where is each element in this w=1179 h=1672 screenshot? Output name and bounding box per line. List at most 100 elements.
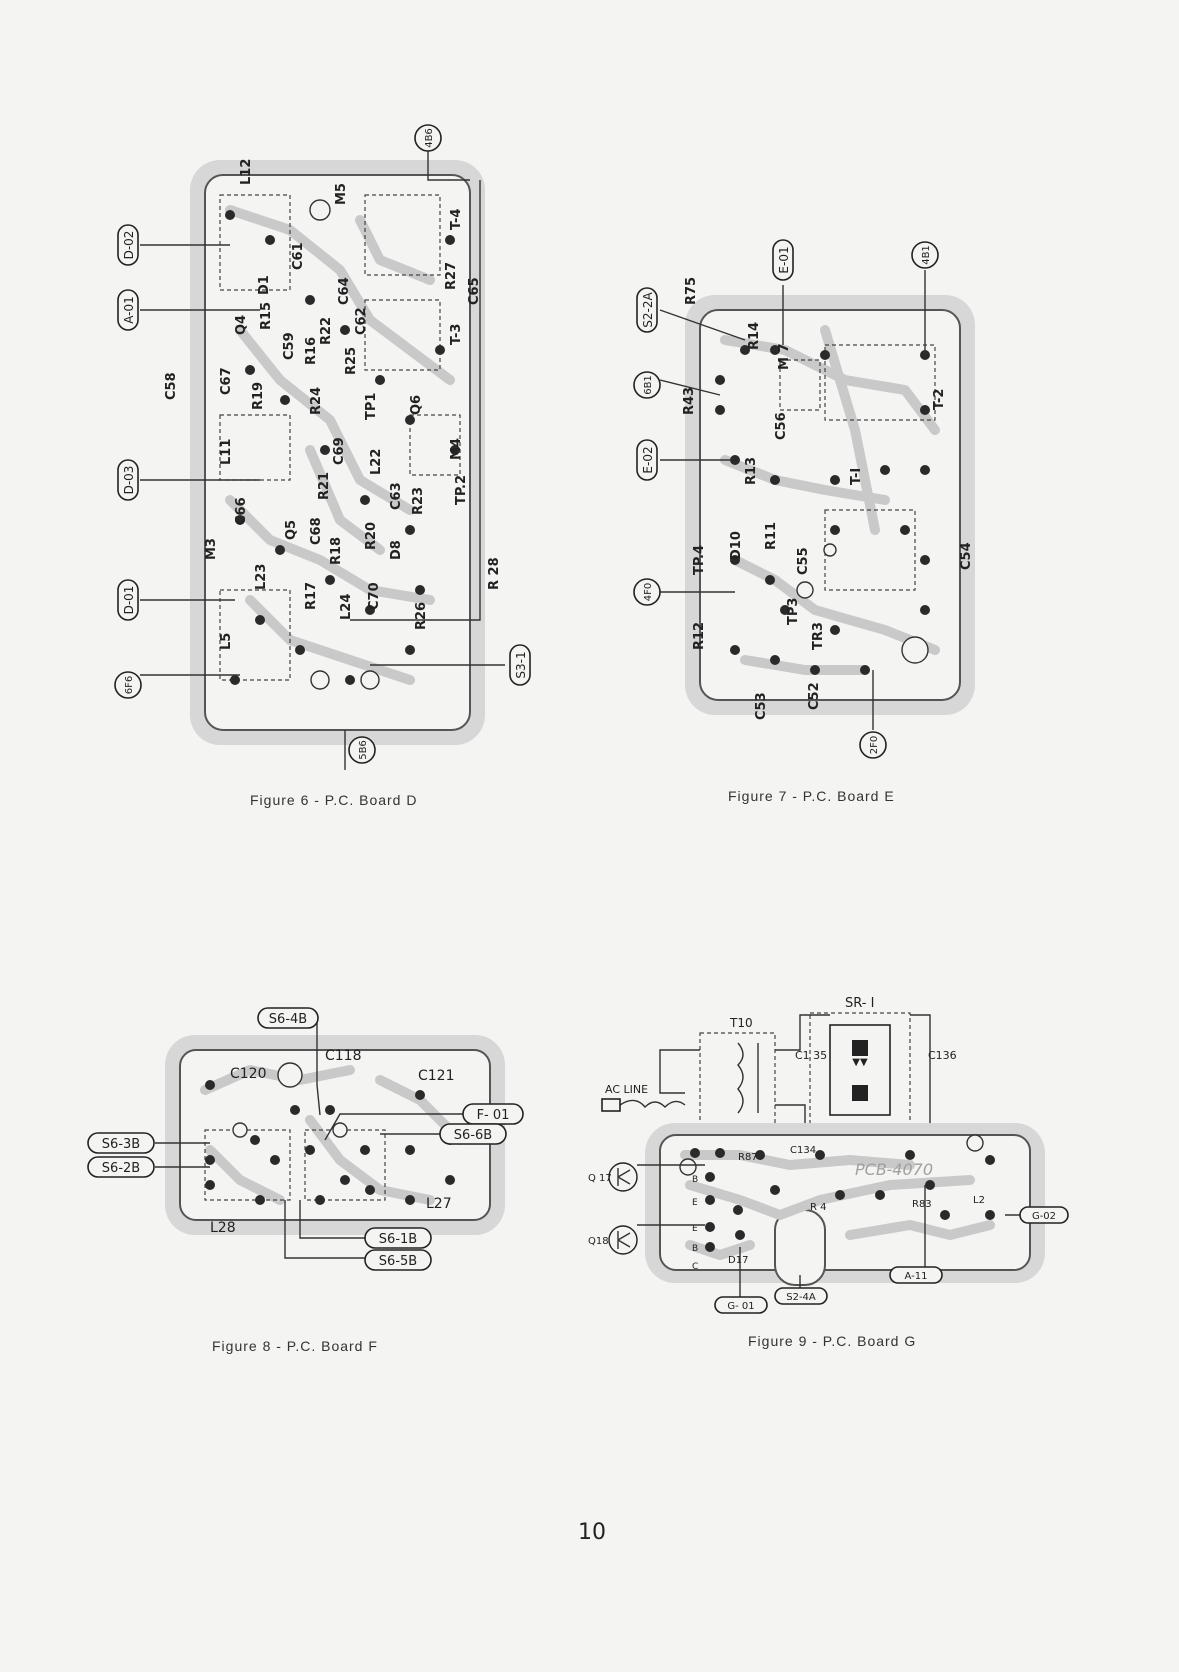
- label-l2: L2: [973, 1195, 985, 1206]
- label-c135: C1 35: [795, 1049, 827, 1062]
- label-c69: C69: [332, 437, 347, 465]
- label-t2: T-2: [932, 389, 947, 410]
- label-l27: L27: [426, 1196, 452, 1212]
- figure-6-caption: Figure 6 - P.C. Board D: [250, 792, 418, 808]
- label-d10: D10: [729, 531, 744, 560]
- label-l23: L23: [254, 564, 269, 590]
- label-t10: T10: [729, 1016, 753, 1030]
- connector-d-03: D-03: [122, 466, 136, 495]
- label-tp4: TP.4: [692, 545, 707, 575]
- label-r19: R19: [251, 382, 266, 410]
- label-r28: R 28: [487, 557, 502, 590]
- label-t3: T-3: [449, 324, 464, 345]
- board-e-pads: [715, 345, 930, 675]
- label-m3: M3: [204, 538, 219, 560]
- label-c136: C136: [928, 1049, 957, 1062]
- label-r25: R25: [344, 347, 359, 375]
- label-c63: C63: [389, 482, 404, 510]
- label-r16: R16: [304, 337, 319, 365]
- label-c52: C52: [807, 682, 822, 710]
- connector-s3-1: S3-1: [514, 651, 528, 678]
- connector-5b6: 5B6: [358, 740, 369, 760]
- connector-4b6: 4B6: [424, 128, 435, 148]
- label-r14: R14: [747, 322, 762, 350]
- label-r27: R27: [444, 262, 459, 290]
- connector-a-11: A-11: [905, 1271, 928, 1282]
- label-c67: C67: [219, 367, 234, 395]
- label-l5: L5: [219, 633, 234, 650]
- connector-s6-5b: S6-5B: [379, 1254, 417, 1269]
- connector-s2-2a: S2-2A: [641, 292, 655, 328]
- label-r22: R22: [319, 317, 334, 345]
- label-c54: C54: [959, 542, 974, 570]
- label-r4: R 4: [810, 1202, 827, 1213]
- board-g-pads: [690, 1148, 995, 1252]
- label-c62: C62: [354, 307, 369, 335]
- figure-7-caption: Figure 7 - P.C. Board E: [728, 788, 895, 804]
- label-c134: C134: [790, 1145, 816, 1156]
- label-d1: D1: [257, 275, 272, 295]
- label-tp1: TP1: [364, 393, 379, 420]
- label-c-1: C: [692, 1262, 698, 1272]
- label-r18: R18: [329, 537, 344, 565]
- svg-text:▼▼: ▼▼: [852, 1057, 868, 1068]
- label-r21: R21: [317, 472, 332, 500]
- figure-8-pc-board-f: S6-4B S6-3B S6-2B F- 01 S6-6B S6-1B S6-5…: [87, 1007, 524, 1271]
- connector-4f0: 4F0: [643, 583, 654, 601]
- label-c53: C53: [754, 692, 769, 720]
- label-c121: C121: [418, 1068, 455, 1084]
- connector-6b1: 6B1: [643, 375, 654, 395]
- connector-4b1: 4B1: [921, 245, 932, 265]
- connector-s6-2b: S6-2B: [102, 1161, 140, 1176]
- label-l24: L24: [339, 594, 354, 620]
- label-b-1: B: [692, 1175, 698, 1185]
- connector-s6-1b: S6-1B: [379, 1232, 417, 1247]
- label-l22: L22: [369, 449, 384, 475]
- label-sr-1: SR- I: [845, 996, 874, 1011]
- page-number: 10: [578, 1520, 606, 1545]
- figure-9-caption: Figure 9 - P.C. Board G: [748, 1333, 917, 1349]
- connector-s2-4a: S2-4A: [786, 1292, 816, 1303]
- label-r11: R11: [764, 522, 779, 550]
- transistor-q18: [608, 1225, 638, 1255]
- label-c118: C118: [325, 1048, 362, 1064]
- connector-s6-4b: S6-4B: [269, 1012, 307, 1027]
- label-ac-line: AC LINE: [605, 1083, 648, 1096]
- label-r83: R83: [912, 1199, 932, 1210]
- label-q6: Q6: [409, 395, 424, 415]
- connector-a-01: A-01: [122, 296, 136, 324]
- board-f-pads: [205, 1080, 455, 1205]
- label-l12: L12: [239, 159, 254, 185]
- label-r75: R75: [684, 277, 699, 305]
- label-c59: C59: [282, 332, 297, 360]
- label-c66: C66: [234, 497, 249, 525]
- connector-d-01: D-01: [122, 586, 136, 615]
- label-r43: R43: [682, 387, 697, 415]
- label-r24: R24: [309, 387, 324, 415]
- figure-9-pc-board-g: SR- I ▼▼ T10 C1 35 C136 AC LINE PCB-4070: [588, 996, 1069, 1314]
- connector-s6-6b: S6-6B: [454, 1128, 492, 1143]
- label-c70: C70: [367, 582, 382, 610]
- label-l28: L28: [210, 1220, 236, 1236]
- label-c61: C61: [291, 242, 306, 270]
- label-t1: T-I: [849, 468, 864, 485]
- label-r17: R17: [304, 582, 319, 610]
- board-print-pcb-4070: PCB-4070: [855, 1160, 933, 1179]
- connector-e-01: E-01: [777, 246, 791, 273]
- label-b-2: B: [692, 1244, 698, 1254]
- label-tp3: TP3: [786, 598, 801, 625]
- connector-g-01: G- 01: [727, 1301, 754, 1312]
- connector-2f0: 2F0: [869, 736, 880, 754]
- label-tr3: TR3: [811, 622, 826, 650]
- label-e-2: E: [692, 1224, 698, 1234]
- label-c58: C58: [164, 372, 179, 400]
- label-m5: M5: [334, 183, 349, 205]
- label-m4: M4: [449, 438, 464, 460]
- label-r20: R20: [364, 522, 379, 550]
- label-e-1: E: [692, 1198, 698, 1208]
- label-q4: Q4: [234, 315, 249, 335]
- label-m7: M 7: [777, 343, 792, 370]
- figure-8-caption: Figure 8 - P.C. Board F: [212, 1338, 378, 1354]
- board-d-pads: [225, 210, 460, 685]
